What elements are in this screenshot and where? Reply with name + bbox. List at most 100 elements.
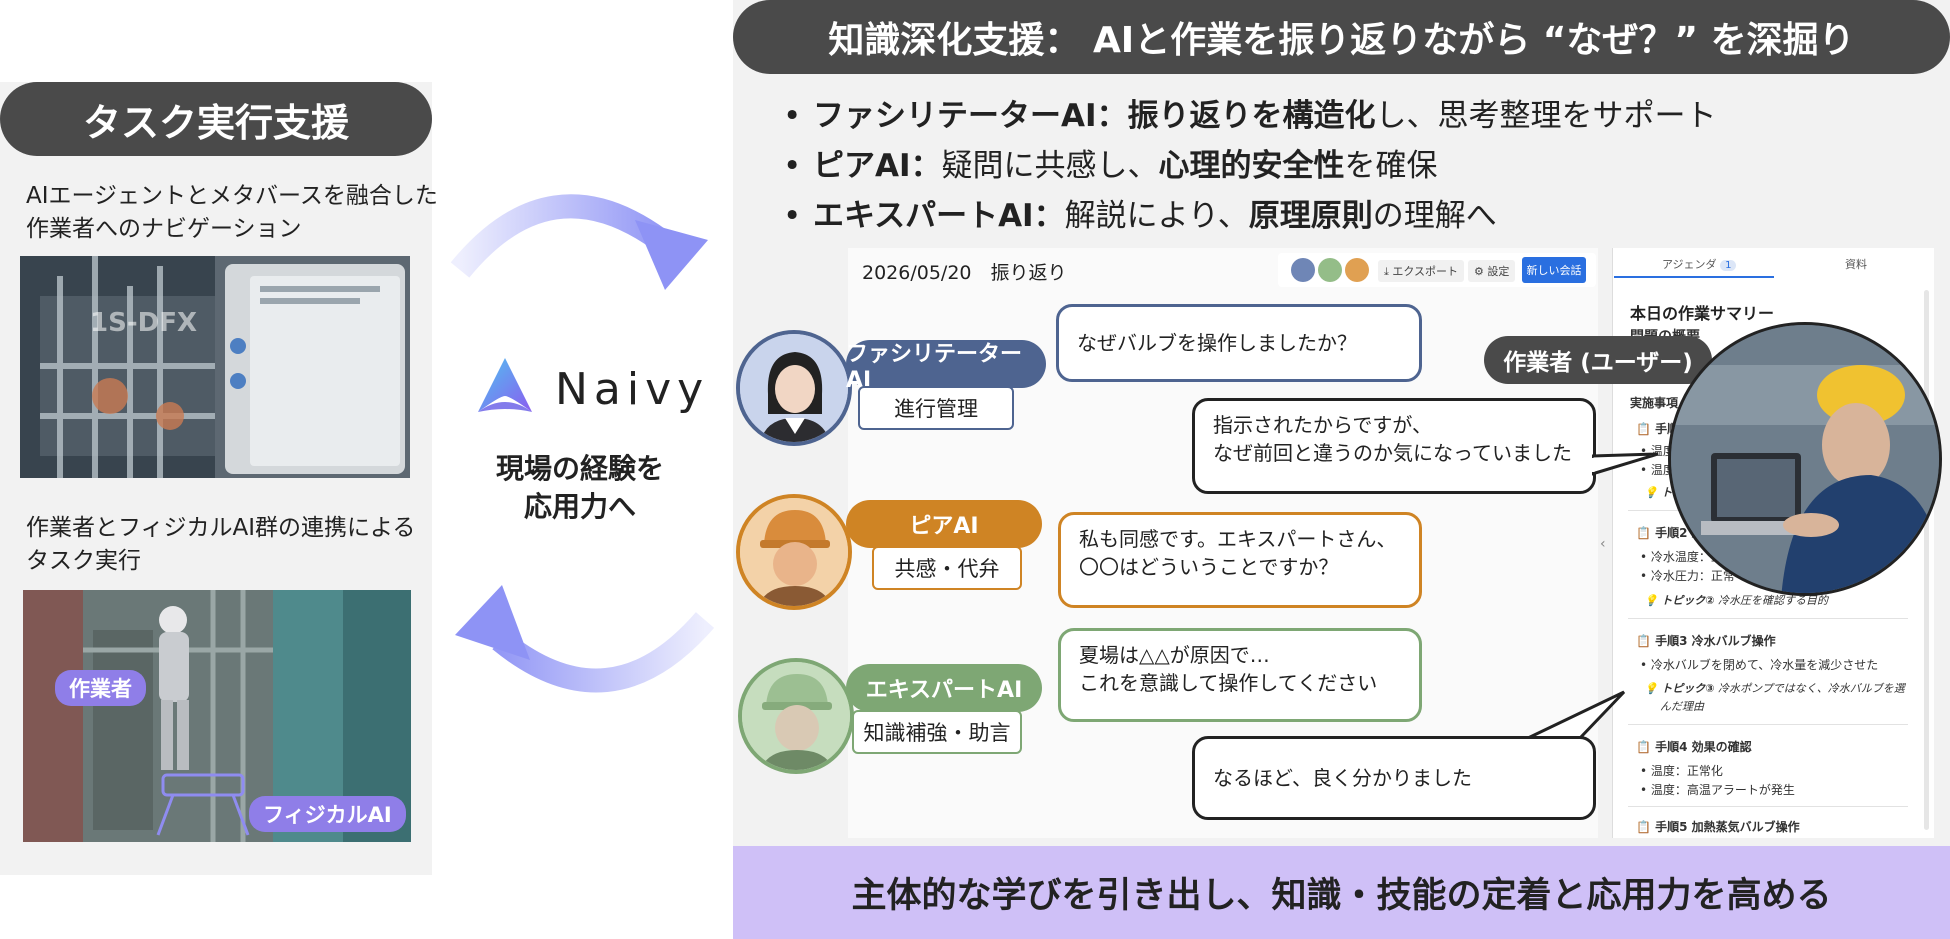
agenda-step4-item1: • 温度：正常化 <box>1640 764 1723 778</box>
agenda-tab-indicator <box>1614 276 1774 278</box>
chat-date-title: 2026/05/20 振り返り <box>862 262 1067 284</box>
expert-role-pill: エキスパートAI <box>846 664 1042 712</box>
bullet-peer-bold: ピアAI： <box>813 148 942 184</box>
agenda-step3: 📋 手順3 冷水バルブ操作 <box>1636 632 1776 649</box>
metaverse-navigation-photo: 1S-DFX <box>20 256 410 478</box>
clipboard-icon: 📋 <box>1636 634 1656 648</box>
agenda-step3-topic-line2: んだ理由 <box>1660 700 1704 713</box>
worker-user-label: 作業者 (ユーザー) <box>1484 336 1712 384</box>
agenda-step4-item2: • 温度：高温アラートが発生 <box>1640 783 1795 797</box>
agenda-step4-item2-text: 温度：高温アラートが発生 <box>1650 783 1795 797</box>
expert-avatar <box>738 658 854 774</box>
facilitator-role-desc: 進行管理 <box>858 386 1014 430</box>
agenda-step3-item1: • 冷水バルブを閉めて、冷水量を減少させた <box>1640 658 1879 672</box>
agenda-count-badge: 1 <box>1720 260 1737 271</box>
agenda-step2-topic-label: トピック② <box>1661 594 1715 607</box>
naivy-logo-icon <box>478 358 532 412</box>
worker-message-2: なるほど、良く分かりました <box>1192 736 1596 820</box>
bullet-expert-bold: エキスパートAI： <box>813 198 1065 234</box>
agenda-step3-topic-label: トピック③ <box>1661 682 1715 695</box>
center-tagline-line1: 現場の経験を <box>495 452 664 485</box>
agenda-step3-topic: 💡 トピック③ 冷水ポンプではなく、冷水バルブを選 <box>1644 680 1905 696</box>
bullet-peer-rest2: を確保 <box>1344 148 1438 184</box>
bullet-facilitator-bold: ファシリテーターAI：振り返りを構造化 <box>813 98 1376 134</box>
bottom-summary-bar: 主体的な学びを引き出し、知識・技能の定着と応用力を高める <box>733 846 1950 939</box>
expert-role-desc: 知識補強・助言 <box>852 710 1022 754</box>
agenda-step4-item1-text: 温度：正常化 <box>1650 764 1723 778</box>
peer-message-line2: 〇〇はどういうことですか？ <box>1079 555 1339 579</box>
worker-message-1-line1: 指示されたからですが、 <box>1213 413 1432 437</box>
bullet-peer-bold2: 心理的安全性 <box>1158 148 1345 184</box>
navigation-caption-line2: 作業者へのナビゲーション <box>26 216 302 242</box>
export-button[interactable]: ⤓ エクスポート <box>1378 260 1465 282</box>
peer-message: 私も同感です。エキスパートさん、 〇〇はどういうことですか？ <box>1058 512 1422 608</box>
agenda-divider <box>1628 618 1908 619</box>
agenda-step2-topic-text: 冷水圧を確認する目的 <box>1718 594 1829 607</box>
top-arrow <box>450 194 708 290</box>
tab-agenda[interactable]: アジェンダ 1 <box>1662 256 1737 272</box>
agenda-step2-item2: • 冷水圧力：正常 <box>1640 569 1735 583</box>
facilitator-face-illustration <box>740 334 848 442</box>
agenda-impl-heading: 実施事項 <box>1630 396 1679 410</box>
clipboard-icon: 📋 <box>1636 740 1656 754</box>
bullet-peer: •ピアAI：疑問に共感し、心理的安全性を確保 <box>783 148 1438 184</box>
facilitator-mini-avatar[interactable] <box>1291 258 1315 282</box>
physical-ai-caption-line1: 作業者とフィジカルAI群の連携による <box>26 515 416 541</box>
physical-ai-caption-line2: タスク実行 <box>26 548 141 574</box>
bullet-expert: •エキスパートAI：解説により、原理原則の理解へ <box>783 198 1497 234</box>
center-tagline-line2: 応用力へ <box>523 490 636 523</box>
worker-user-photo <box>1668 322 1942 596</box>
expert-mini-avatar[interactable] <box>1318 258 1342 282</box>
clipboard-icon: 📋 <box>1636 526 1656 540</box>
bullet-expert-rest2: の理解へ <box>1372 198 1497 234</box>
lightbulb-icon: 💡 <box>1644 682 1662 695</box>
expert-message-line1: 夏場は△△が原因で… <box>1079 643 1270 667</box>
task-support-title: タスク実行支援 <box>0 82 432 156</box>
peer-mini-avatar[interactable] <box>1345 258 1369 282</box>
worker-bubble-tail <box>1592 452 1659 476</box>
cycle-arrows <box>450 194 715 693</box>
agenda-step4-label: 手順4 効果の確認 <box>1655 740 1752 754</box>
lightbulb-icon: 💡 <box>1644 486 1662 499</box>
facilitator-avatar <box>736 330 852 446</box>
center-tagline: 現場の経験を 応用力へ <box>470 450 690 526</box>
facilitator-message: なぜバルブを操作しましたか？ <box>1056 304 1422 382</box>
agenda-step3-label: 手順3 冷水バルブ操作 <box>1655 634 1776 648</box>
bullet-facilitator: •ファシリテーターAI：振り返りを構造化し、思考整理をサポート <box>783 98 1717 134</box>
agenda-step5-label: 手順5 加熱蒸気バルブ操作 <box>1655 820 1800 834</box>
worker-robot-photo: 作業者 フィジカルAI <box>23 590 411 842</box>
worker-laptop-illustration <box>1671 325 1939 593</box>
navigation-caption-line1: AIエージェントとメタバースを融合した <box>26 183 438 209</box>
agenda-divider <box>1628 724 1908 725</box>
new-chat-button[interactable]: 新しい会話 <box>1522 257 1586 283</box>
tab-materials[interactable]: 資料 <box>1845 258 1867 271</box>
peer-role-desc: 共感・代弁 <box>872 546 1022 590</box>
agenda-step5: 📋 手順5 加熱蒸気バルブ操作 <box>1636 818 1800 835</box>
naivy-logo-text: Naivy <box>555 364 710 415</box>
bullet-expert-bold2: 原理原則 <box>1248 198 1373 234</box>
expert-message: 夏場は△△が原因で… これを意識して操作してください <box>1058 628 1422 722</box>
settings-button[interactable]: ⚙ 設定 <box>1468 260 1516 282</box>
agenda-divider <box>1628 806 1908 807</box>
peer-message-line1: 私も同感です。エキスパートさん、 <box>1079 527 1397 551</box>
knowledge-deepening-title: 知識深化支援： AIと作業を振り返りながら “なぜ？” を深掘り <box>733 0 1950 74</box>
collapse-chevron-icon[interactable]: ‹ <box>1600 536 1606 552</box>
worker-tag: 作業者 <box>55 670 146 706</box>
agenda-step4: 📋 手順4 効果の確認 <box>1636 738 1752 755</box>
agenda-title: 本日の作業サマリー <box>1630 304 1775 323</box>
settings-label: 設定 <box>1487 265 1510 278</box>
peer-role-pill: ピアAI <box>846 500 1042 548</box>
expert-face-illustration <box>742 662 850 770</box>
agenda-step2-item2-text: 冷水圧力：正常 <box>1650 569 1735 583</box>
gear-icon: ⚙ <box>1474 265 1488 278</box>
tab-agenda-label: アジェンダ <box>1662 258 1717 271</box>
bullet-facilitator-rest: し、思考整理をサポート <box>1375 98 1717 134</box>
facilitator-role-pill: ファシリテーターAI <box>846 340 1046 393</box>
clipboard-icon: 📋 <box>1636 422 1656 436</box>
physical-ai-caption: 作業者とフィジカルAI群の連携による タスク実行 <box>26 512 415 578</box>
agenda-step3-item1-text: 冷水バルブを閉めて、冷水量を減少させた <box>1650 658 1879 672</box>
bullet-expert-rest: 解説により、 <box>1064 198 1249 234</box>
worker-message-1-line2: なぜ前回と違うのか気になっていました <box>1213 441 1572 465</box>
agenda-scrollbar[interactable] <box>1924 290 1929 830</box>
navigation-caption: AIエージェントとメタバースを融合した 作業者へのナビゲーション <box>26 180 438 246</box>
